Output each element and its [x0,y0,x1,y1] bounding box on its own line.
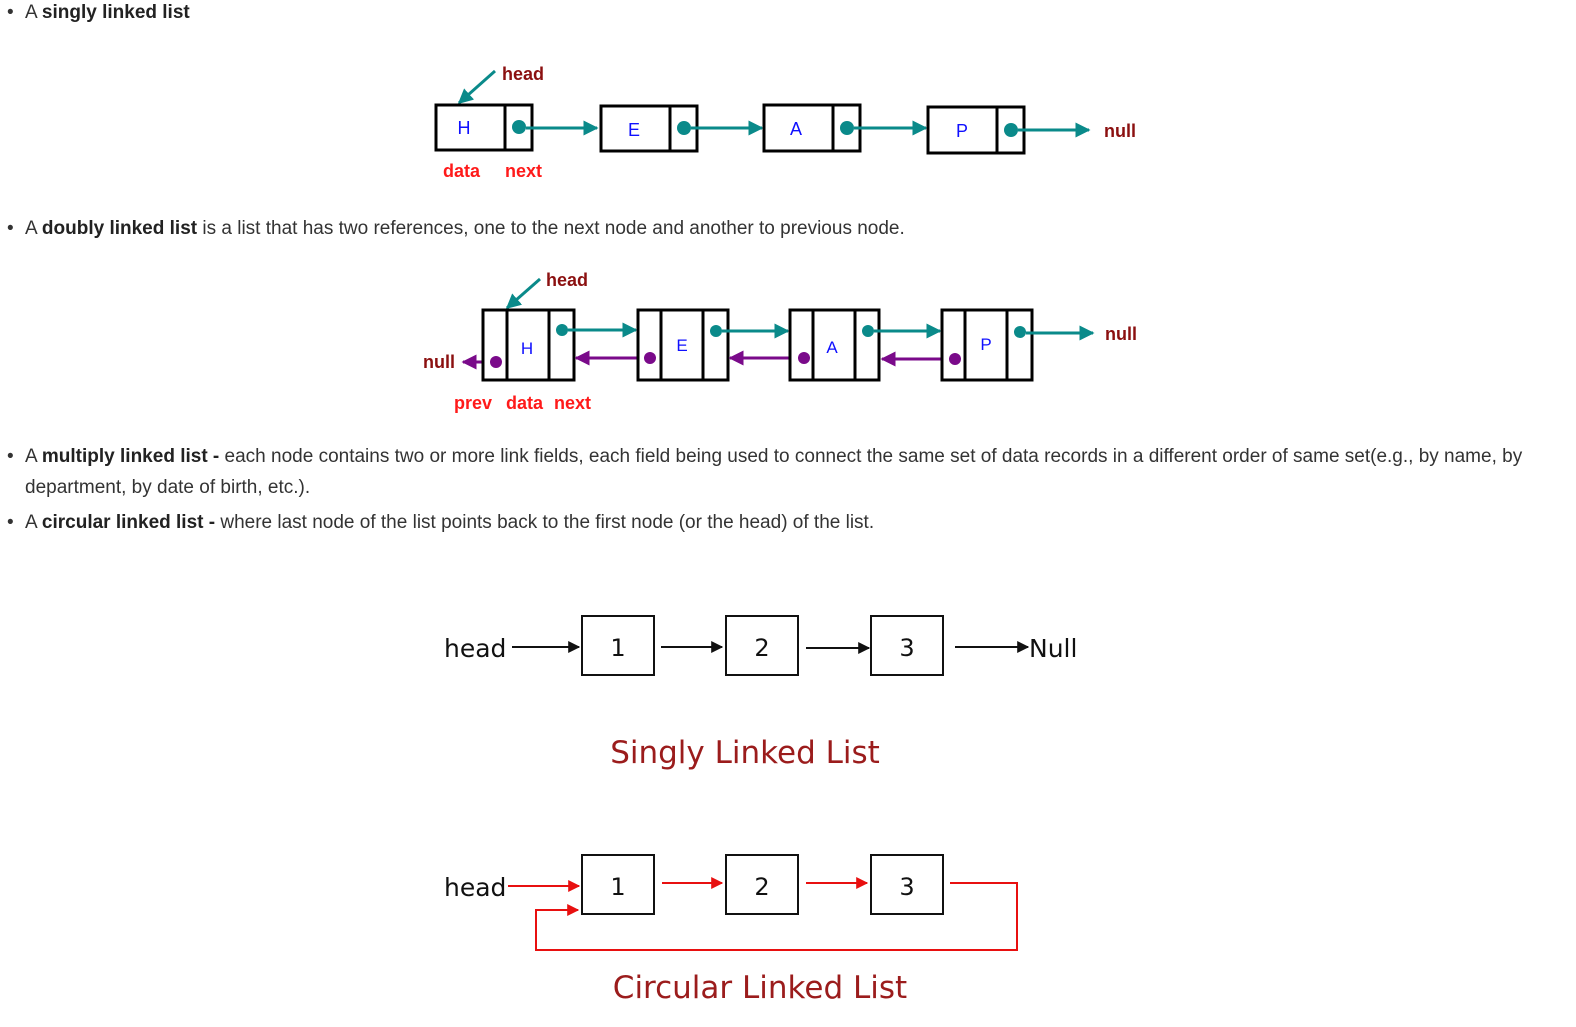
node-box: P [940,308,1034,382]
bullet-marker: • [7,512,14,533]
node-value: H [521,339,533,358]
bullet-marker: • [7,446,14,467]
node-box: E [636,308,730,382]
item-text: each node contains two or more link fiel… [25,446,1523,498]
item-prefix: A [25,446,42,467]
null-right-label: null [1105,324,1137,344]
node-box: A [788,308,881,382]
item-text: is a list that has two references, one t… [197,218,905,239]
node-value: E [628,120,640,140]
node-value: 3 [899,634,914,662]
node-box: P [926,105,1026,155]
node-value: P [956,121,968,141]
node-box: A [762,103,862,153]
head-pointer-arrow [457,69,496,105]
null-label: Null [1029,634,1077,663]
head-label: head [502,64,544,84]
node-box [725,615,799,676]
node-box [725,854,799,915]
bullet-marker: • [7,2,14,23]
item-prefix: A [25,218,42,239]
diagram-caption: Circular Linked List [613,970,907,1006]
node-box [870,615,944,676]
loop-back-arrow [535,882,1018,951]
node-box [581,854,655,915]
list-item-singly: A singly linked list [25,0,1562,28]
head-label: head [444,634,506,663]
node-value: E [676,336,687,355]
null-left-label: null [423,352,455,372]
node-value: 1 [610,873,625,901]
node-value: 1 [610,634,625,662]
prev-field-label: prev [454,393,492,413]
data-field-label: data [506,393,544,413]
next-field-label: next [554,393,591,413]
item-term: doubly linked list [41,218,198,239]
circular-diagram: head 1 2 3 Circular Linked List [444,854,1018,1006]
node-box: H [434,103,534,152]
node-box [870,854,944,915]
simple-singly-diagram: head 1 2 3 Null Singly Linked List [444,615,1077,771]
head-label: head [546,270,588,290]
singly-diagram: head H E A P null d [434,64,1136,181]
list-item-multiply: A multiply linked list - each node conta… [25,441,1562,503]
item-prefix: A [25,512,42,533]
diagram-caption: Singly Linked List [610,735,880,771]
node-value: H [458,118,471,138]
list-item-circular: A circular linked list - where last node… [25,507,1562,538]
node-value: A [826,338,838,357]
node-box [581,615,655,676]
bullet-marker: • [7,218,14,239]
head-pointer-arrow [505,277,541,310]
item-term: multiply linked list - [41,446,220,467]
node-value: 2 [754,873,769,901]
item-term: circular linked list - [41,512,216,533]
node-value: A [790,119,802,139]
node-value: 2 [754,634,769,662]
node-value: P [980,335,991,354]
doubly-diagram: head null H E A [423,270,1137,413]
node-box: H [481,308,576,382]
node-value: 3 [899,873,914,901]
item-term: singly linked list [41,2,190,23]
list-item-doubly: A doubly linked list is a list that has … [25,213,1562,244]
next-field-label: next [505,161,542,181]
node-box: E [599,104,699,153]
null-label: null [1104,121,1136,141]
item-text: where last node of the list points back … [215,512,875,533]
item-prefix: A [25,2,42,23]
data-field-label: data [443,161,481,181]
head-label: head [444,873,506,902]
